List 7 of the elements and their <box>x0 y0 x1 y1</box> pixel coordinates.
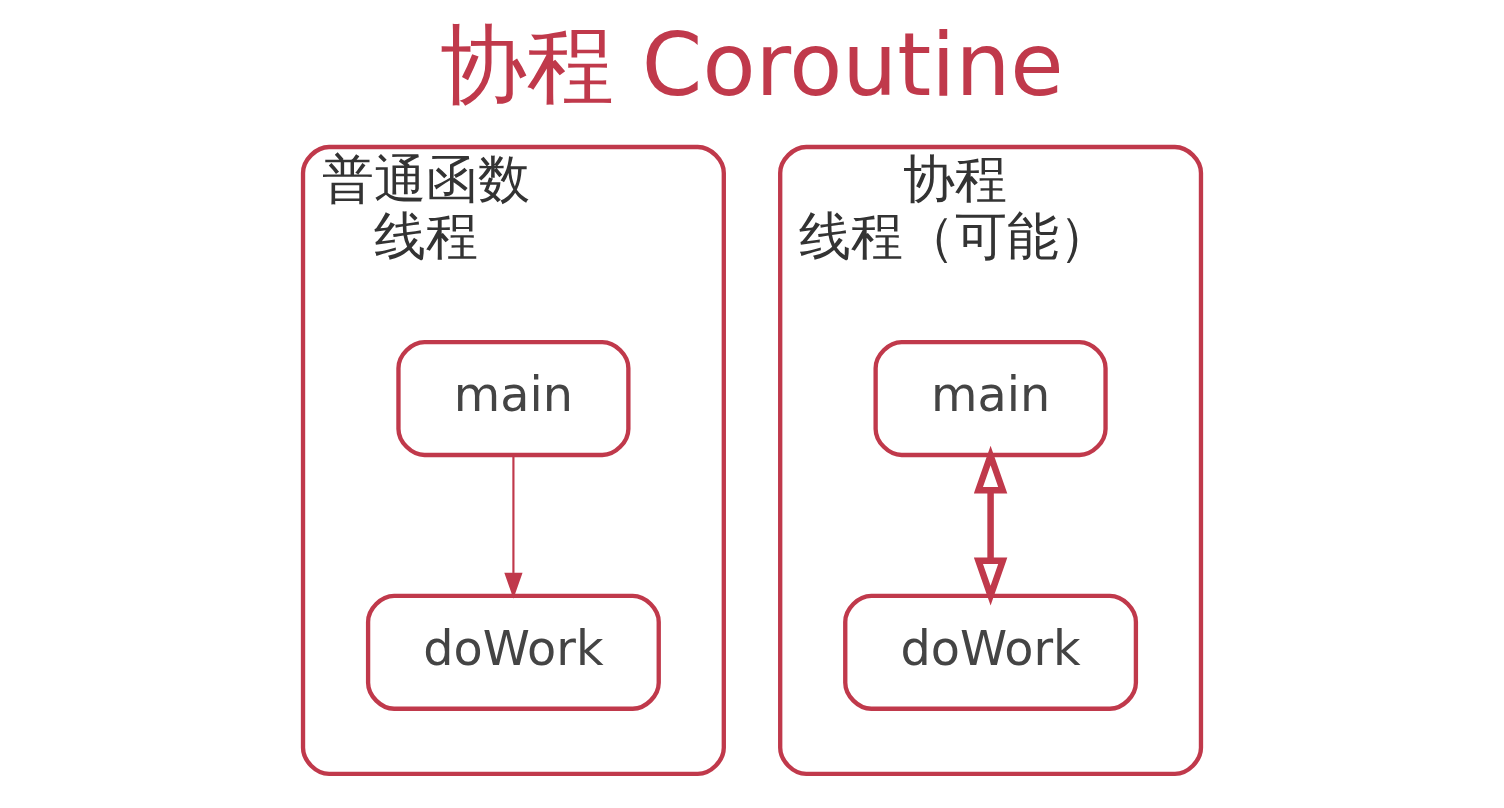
arrow <box>973 445 1008 606</box>
node-box: main <box>873 340 1108 458</box>
node-box: doWork <box>843 593 1139 711</box>
node-box: main <box>396 340 631 458</box>
diagram-title: 协程 Coroutine <box>440 13 1064 115</box>
arrow <box>504 455 523 599</box>
node-box: doWork <box>365 593 661 711</box>
